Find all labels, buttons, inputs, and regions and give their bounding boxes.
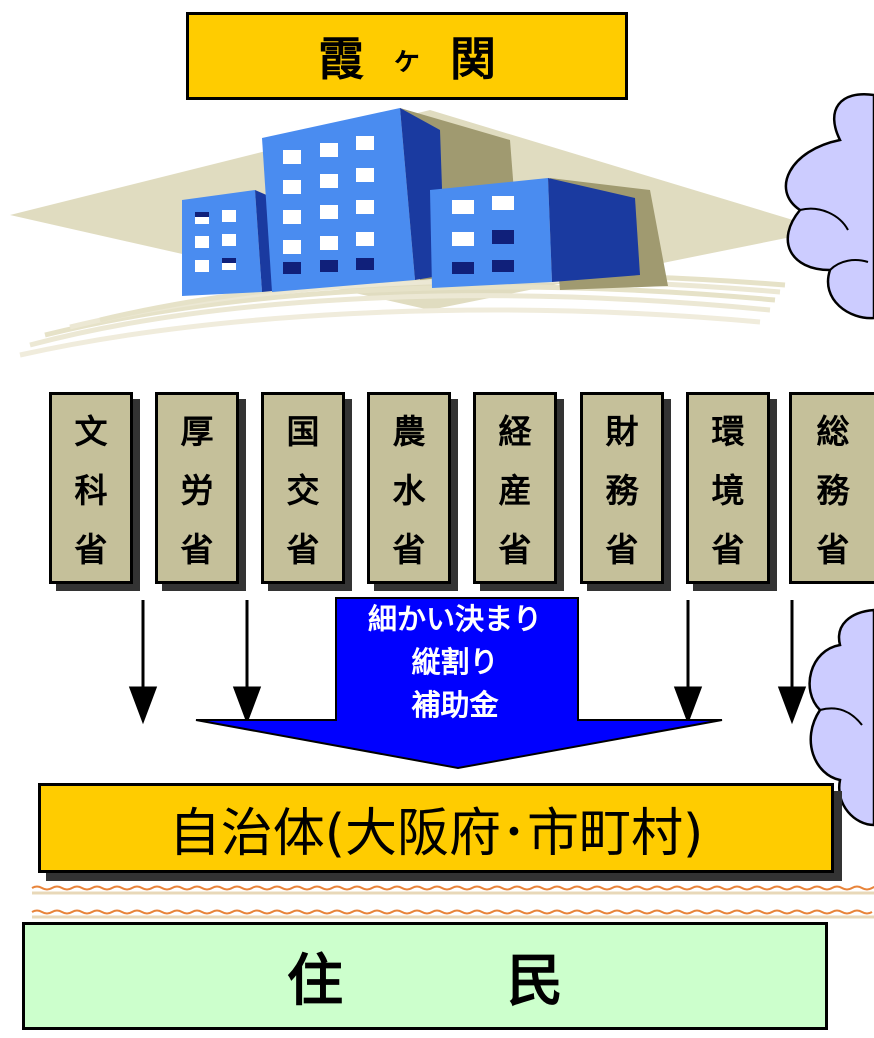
title-char: 関 [450,32,496,86]
title-char: ヶ [392,42,422,77]
ministry-char: 境 [711,470,745,510]
ministry-char: 省 [498,530,532,570]
ministry-char: 国 [286,411,320,451]
ministry-nosuisho: 農 水 省 [367,392,451,584]
ministry-char: 務 [605,470,639,510]
ministry-koroso: 厚 労 省 [155,392,239,584]
ministry-char: 財 [605,411,639,451]
down-arrows [128,600,807,725]
office-buildings-icon [182,108,668,296]
arrow-line: 細かい決まり [367,602,542,636]
ministry-char: 水 [392,470,426,510]
jichitai-label: 自治体(大阪府･市町村) [168,803,704,864]
ministry-kankyosho: 環 境 省 [686,392,770,584]
jumin-char: 住 [287,948,343,1014]
ministry-kokosho: 国 交 省 [261,392,345,584]
big-blue-arrow [195,597,723,770]
ministry-char: 農 [392,411,426,451]
cloud-bottom [808,608,874,827]
ministry-char: 省 [711,530,745,570]
ministry-somusho: 総 務 省 [789,392,874,584]
ministry-zaimusho: 財 務 省 [580,392,664,584]
ministry-char: 厚 [180,411,214,451]
ministry-char: 務 [816,470,850,510]
ministry-monkasho: 文 科 省 [49,392,133,584]
wavy-lines [31,885,874,919]
arrow-line: 縦割り [411,645,499,679]
ministry-char: 省 [286,530,320,570]
ministry-char: 環 [711,411,745,451]
ministry-char: 産 [498,470,532,510]
ministry-char: 科 [74,470,108,510]
jumin-char: 民 [507,948,563,1014]
ministry-char: 省 [816,530,850,570]
ministry-char: 省 [74,530,108,570]
ministry-char: 省 [392,530,426,570]
ministry-char: 文 [74,411,108,451]
jichitai-box: 自治体(大阪府･市町村) [38,783,834,873]
ministry-keisansho: 経 産 省 [473,392,557,584]
kasumigaseki-title-box: 霞 ヶ 関 [186,12,628,100]
swoosh-lines [19,272,786,358]
arrow-label: 細かい決まり 縦割り 補助金 [330,598,580,727]
ministry-char: 総 [816,411,850,451]
ministry-char: 経 [498,411,532,451]
ministry-char: 交 [286,470,320,510]
title-char: 霞 [318,32,364,86]
ministry-char: 労 [180,470,214,510]
arrow-line: 補助金 [411,688,499,722]
jumin-box: 住 民 [22,922,828,1030]
ministry-char: 省 [605,530,639,570]
ministry-char: 省 [180,530,214,570]
cloud-top [784,92,874,320]
